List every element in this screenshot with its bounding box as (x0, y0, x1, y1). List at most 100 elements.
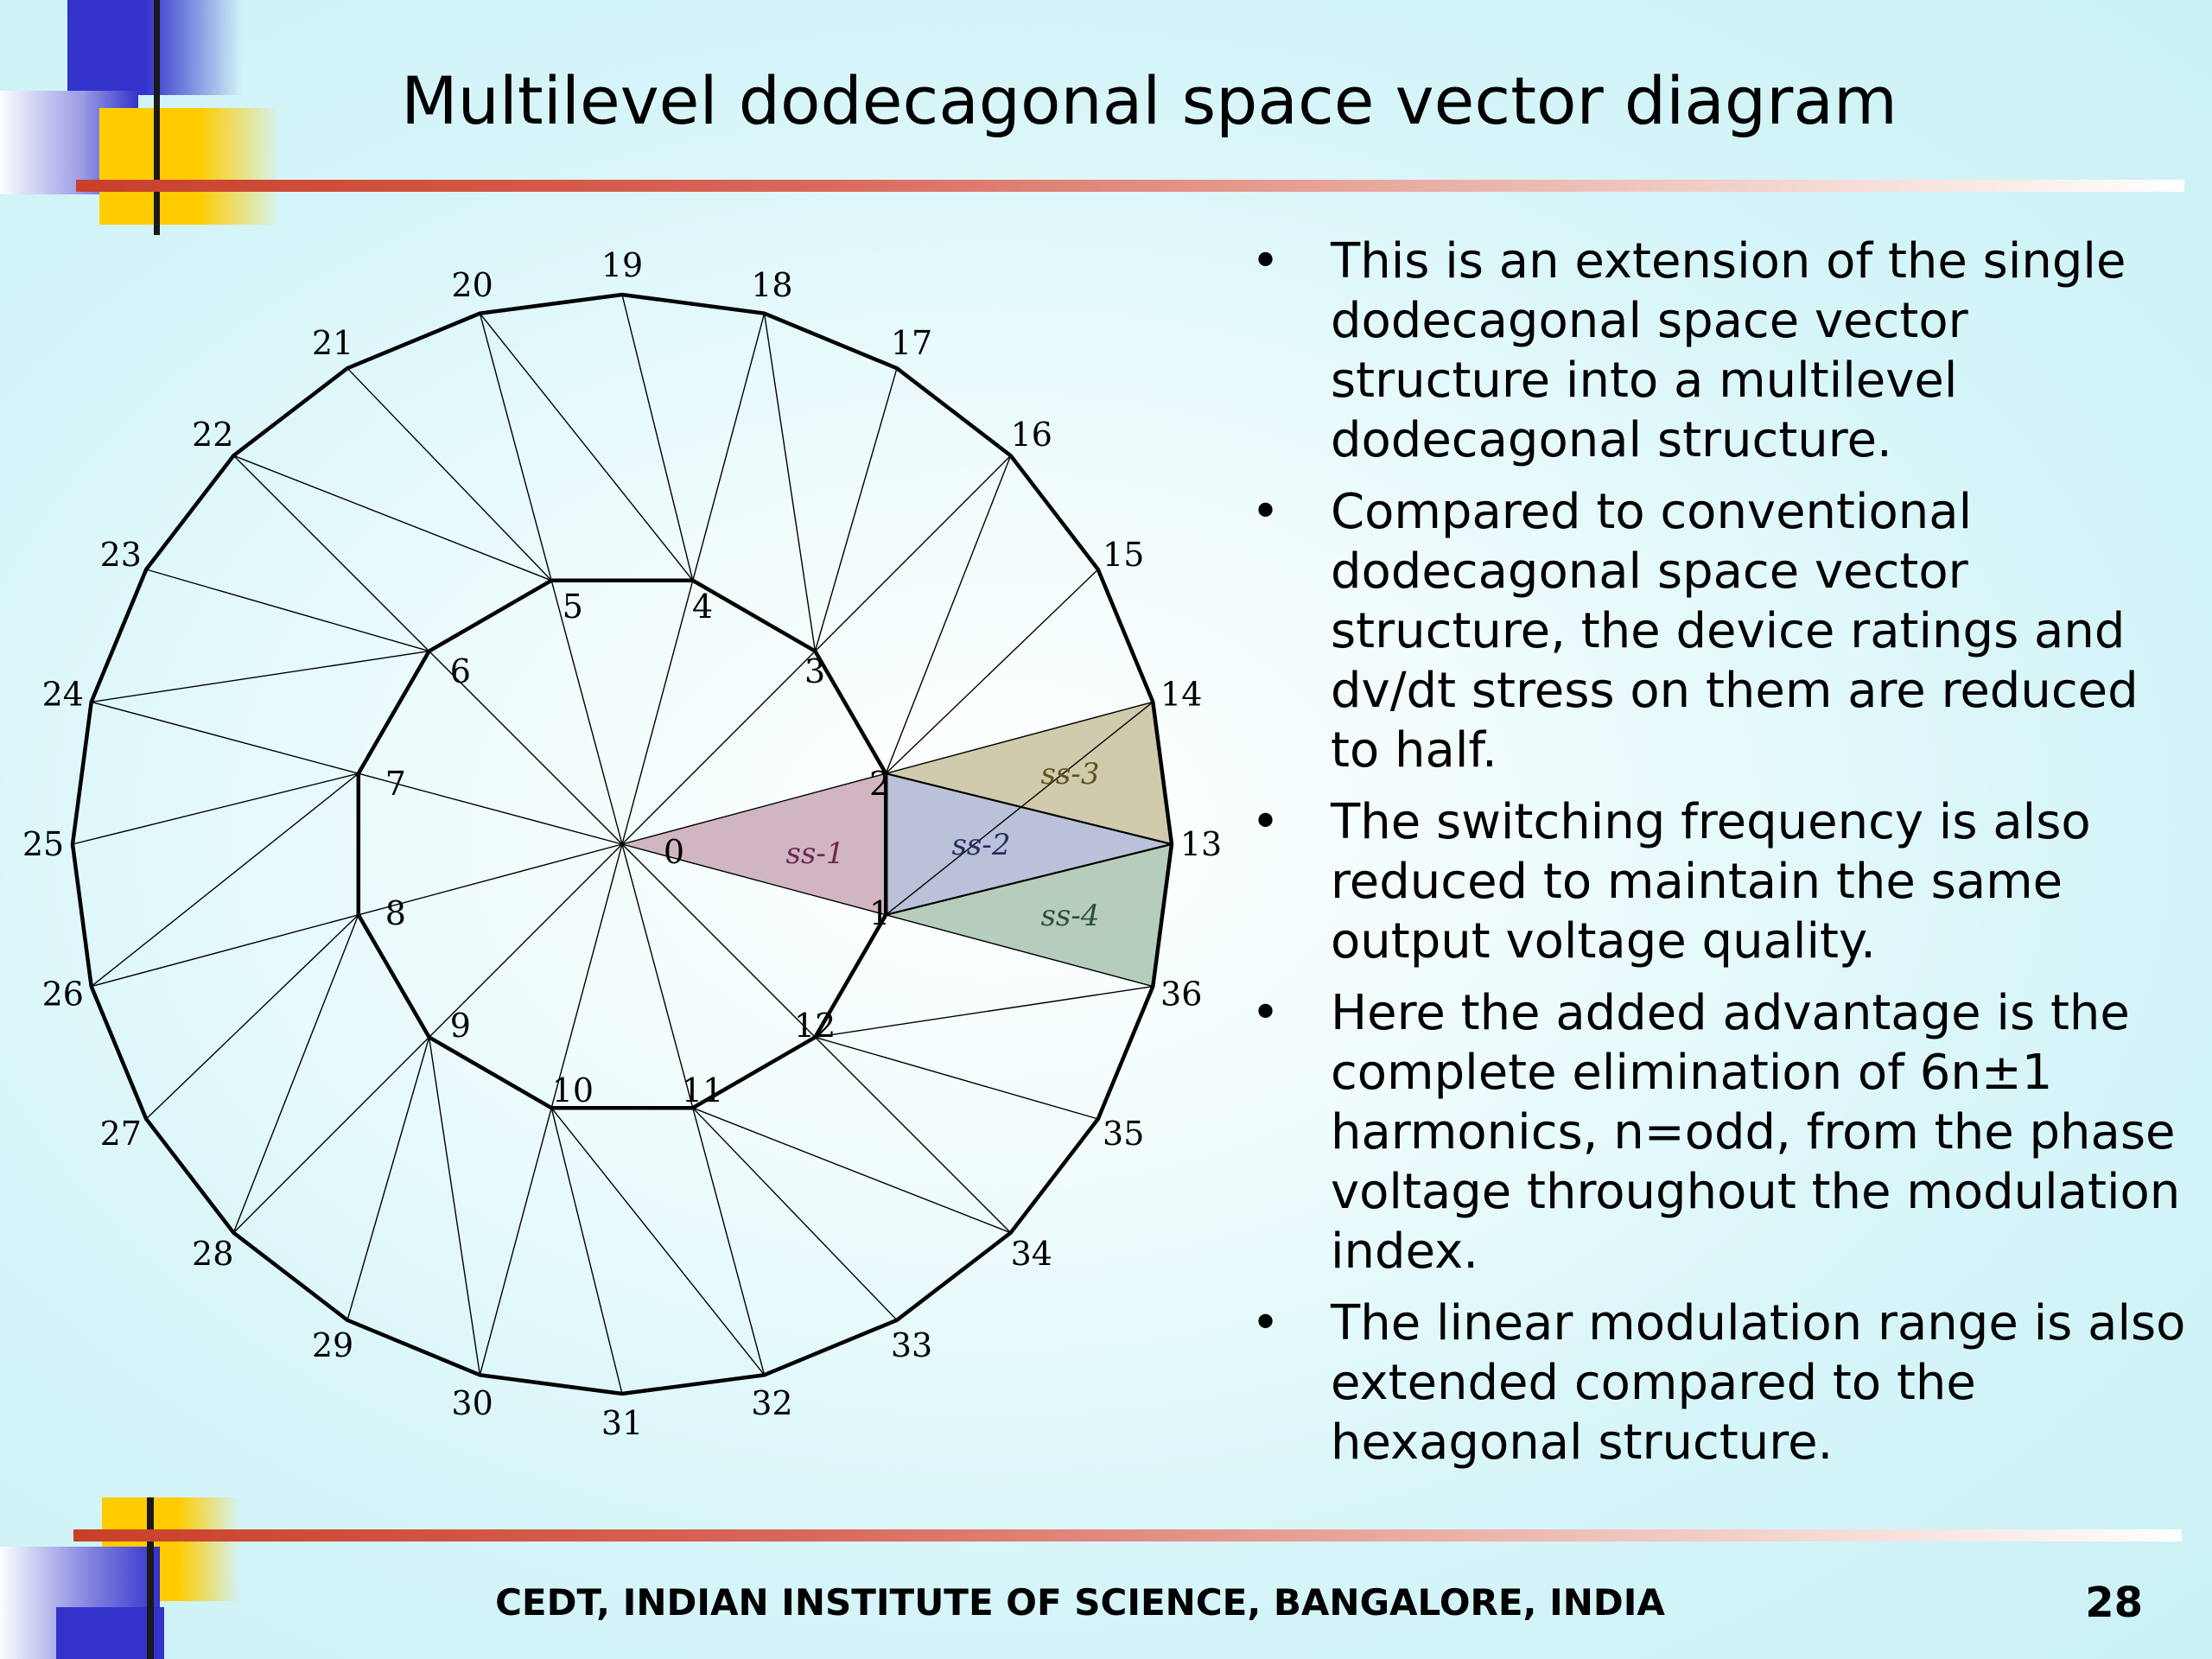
ring-spoke (815, 985, 1154, 1039)
bullet-glyph: • (1251, 233, 1281, 289)
vertex-label: 24 (42, 676, 84, 714)
ring-spoke (692, 1107, 898, 1321)
vertex-label: 27 (100, 1115, 142, 1153)
inner-vertex-label: 6 (450, 652, 471, 690)
bullet-item: • Here the added advantage is the complet… (1244, 983, 2195, 1281)
center-spoke (621, 580, 694, 845)
bullet-glyph: • (1251, 985, 1281, 1041)
vertex-label: 22 (192, 416, 233, 454)
ring-spoke (814, 368, 898, 652)
bullet-text: The switching frequency is also reduced … (1331, 794, 2091, 969)
vertex-label: 29 (312, 1326, 353, 1364)
ring-spoke (815, 1036, 1098, 1120)
bullet-text: Here the added advantage is the complete… (1331, 985, 2181, 1280)
inner-vertex-label: 3 (804, 652, 825, 690)
ring-spoke (886, 701, 1154, 774)
outer-dodecagon (70, 292, 1174, 1396)
ring-spoke (814, 1036, 1012, 1234)
ring-spoke (232, 1036, 430, 1234)
ring-spoke (886, 914, 1154, 988)
center-spoke (429, 651, 623, 845)
ring-spoke (233, 454, 552, 582)
vertex-label: 23 (100, 536, 142, 574)
ring-spoke (146, 569, 429, 652)
ring-spoke (692, 313, 766, 581)
center-spoke (358, 843, 623, 916)
center-label: 0 (664, 833, 684, 871)
polygon-group (70, 292, 1174, 1396)
page-number: 28 (2085, 1579, 2143, 1627)
center-spoke (358, 772, 623, 845)
vertex-label: 28 (192, 1235, 233, 1273)
vertex-label: 34 (1011, 1235, 1052, 1273)
vertex-label: 18 (751, 266, 792, 304)
ring-spoke (232, 914, 359, 1233)
vertex-label: 13 (1180, 825, 1222, 863)
sector-ss-3 (886, 702, 1172, 844)
sector-edge (885, 772, 1173, 846)
vertex-label: 15 (1103, 536, 1144, 574)
inner-vertex-label: 5 (563, 588, 583, 626)
spoke-group (72, 294, 1173, 1395)
center-spoke (550, 843, 623, 1109)
bullet-text: This is an extension of the single dodec… (1331, 233, 2126, 468)
inner-vertex-label: 10 (552, 1071, 594, 1109)
vertex-label: 14 (1160, 676, 1202, 714)
inner-vertex-label: 1 (869, 894, 890, 932)
footer-text: CEDT, INDIAN INSTITUTE OF SCIENCE, BANGA… (495, 1581, 1665, 1624)
footer-rule (73, 1529, 2182, 1541)
vertex-label: 35 (1103, 1115, 1144, 1153)
sector-label: ss-3 (1040, 757, 1099, 791)
center-spoke (429, 843, 623, 1038)
title-rule (76, 180, 2184, 192)
inner-vertex-label: 12 (794, 1007, 836, 1045)
inner-vertex-label: 11 (682, 1071, 723, 1109)
ring-spoke (885, 455, 1012, 774)
vertex-label: 32 (751, 1384, 792, 1422)
ring-spoke (91, 914, 359, 988)
sector-ss-4 (886, 844, 1172, 987)
ring-spoke (145, 914, 359, 1120)
vertex-label: 25 (22, 825, 64, 863)
vertex-label: 16 (1011, 416, 1052, 454)
ring-spoke (692, 1107, 1011, 1234)
ring-spoke (346, 367, 552, 582)
page-title: Multilevel dodecagonal space vector diag… (401, 62, 1897, 139)
bullet-text: Compared to conventional dodecagonal spa… (1331, 484, 2139, 779)
ring-spoke (72, 772, 359, 845)
sector-ss-2 (886, 773, 1172, 915)
ring-spoke (550, 1108, 623, 1395)
deco-vertical-rule-top (154, 0, 160, 235)
bullet-text: The linear modulation range is also exte… (1331, 1295, 2186, 1471)
center-spoke (621, 843, 816, 1038)
ring-spoke (885, 701, 1154, 916)
bullet-item: • The linear modulation range is also ext… (1244, 1294, 2195, 1472)
bullet-list: • This is an extension of the single dode… (1244, 232, 2195, 1484)
ring-spoke (91, 701, 359, 774)
bullet-item: • The switching frequency is also reduced… (1244, 792, 2195, 971)
vertex-label: 20 (451, 266, 493, 304)
ring-spoke (428, 1037, 481, 1376)
ring-spoke (763, 313, 817, 652)
ring-spoke (692, 1108, 766, 1376)
bullet-item: • This is an extension of the single dode… (1244, 232, 2195, 470)
vertex-label: 31 (601, 1404, 643, 1442)
sector-group (622, 702, 1172, 987)
ring-spoke (814, 454, 1012, 652)
bullet-glyph: • (1251, 794, 1281, 850)
deco-vertical-rule-bottom (147, 1497, 154, 1659)
center-spoke (621, 772, 887, 845)
ring-spoke (479, 313, 694, 582)
ring-spoke (346, 1037, 430, 1320)
ring-spoke (885, 569, 1099, 774)
ring-spoke (91, 772, 359, 988)
center-spoke (621, 843, 694, 1109)
deco-blue-block-bottom (56, 1607, 164, 1659)
inner-vertex-label: 8 (385, 894, 406, 932)
inner-vertex-label: 7 (385, 765, 406, 803)
bullet-glyph: • (1251, 1295, 1281, 1351)
vertex-label: 30 (451, 1384, 493, 1422)
ring-spoke (550, 1107, 766, 1376)
